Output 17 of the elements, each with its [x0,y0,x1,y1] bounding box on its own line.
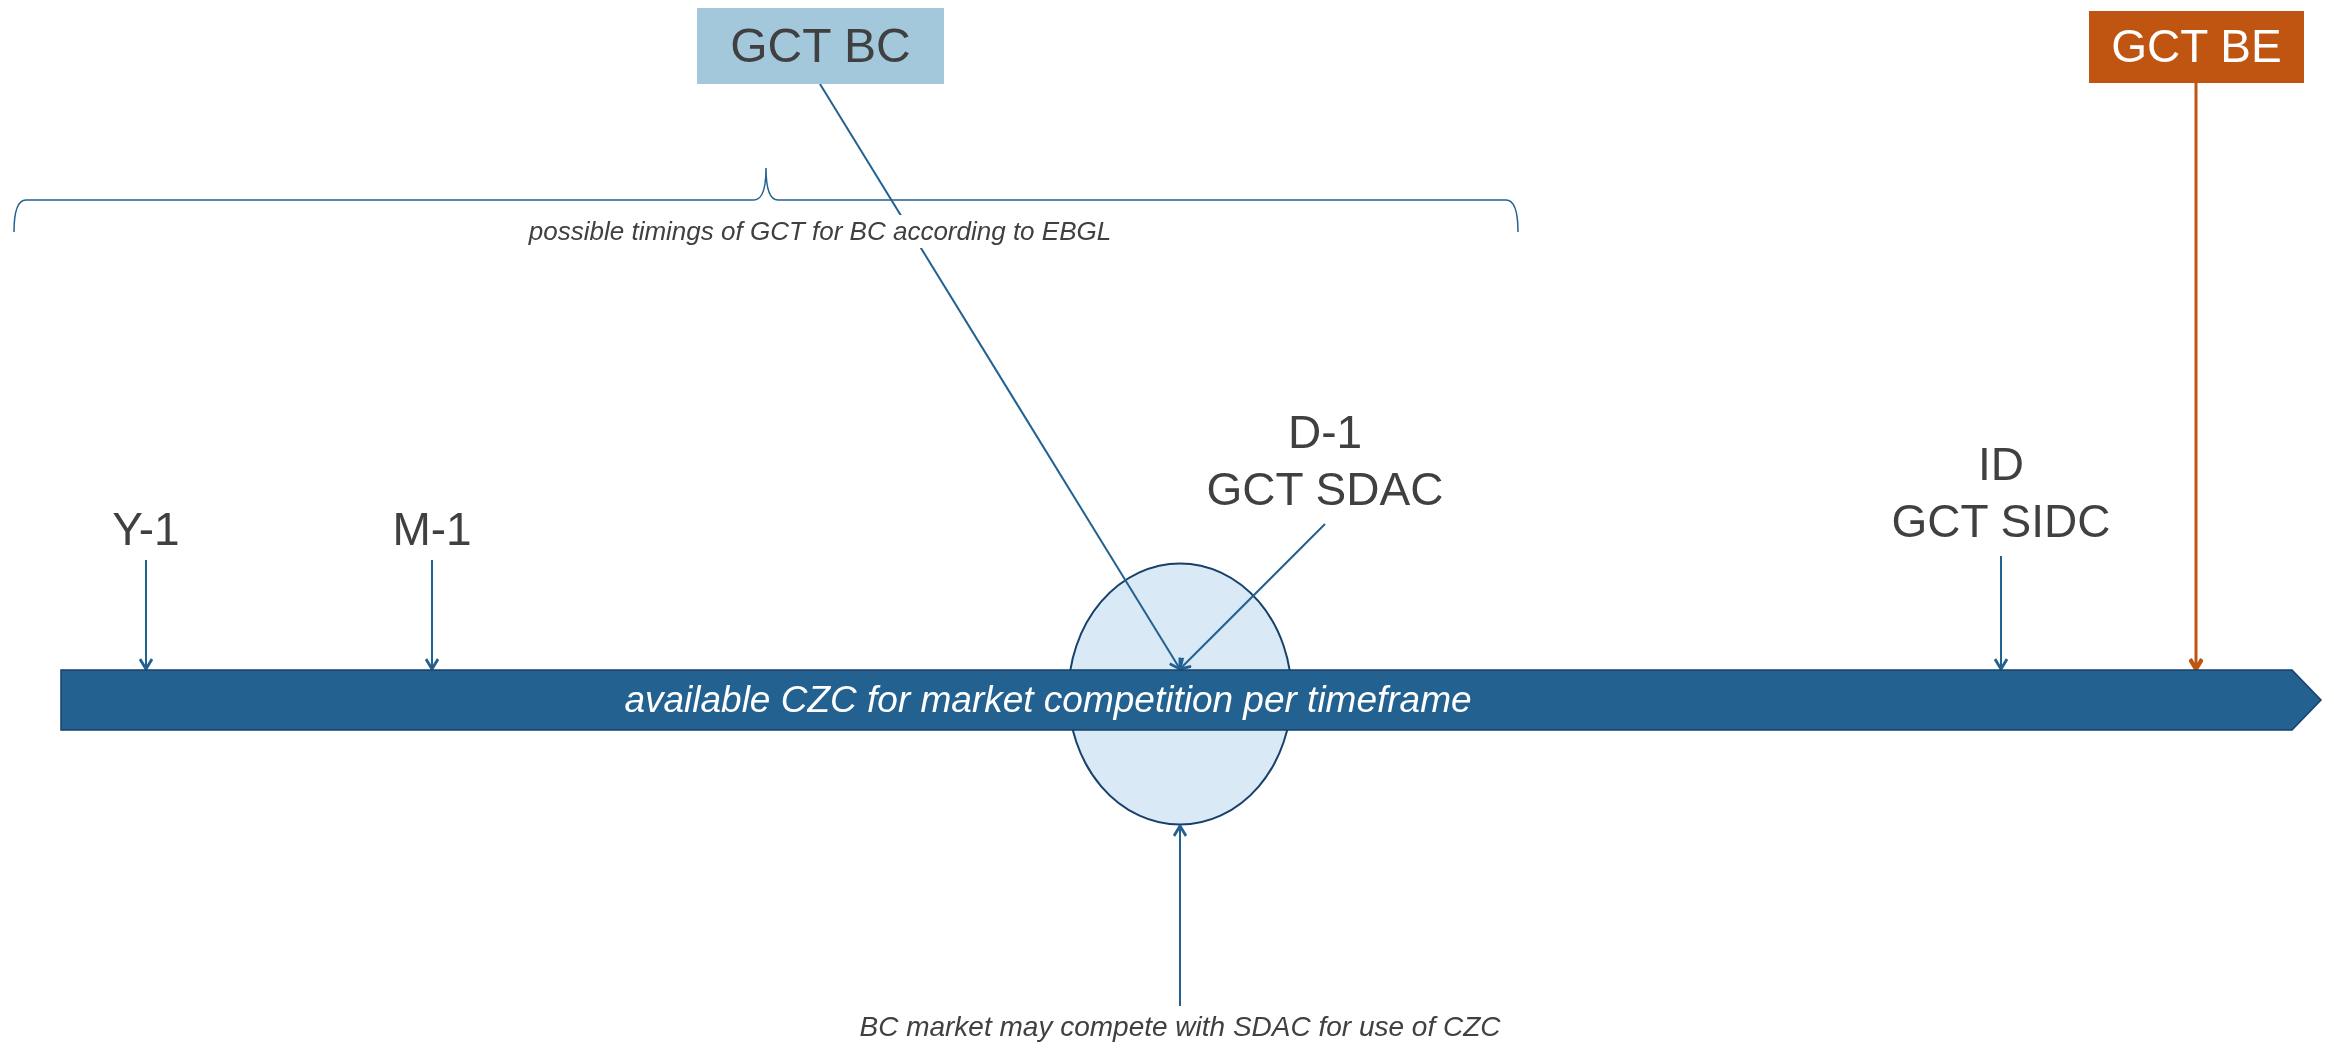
timing-tag: GCT BC [697,8,944,84]
arrow [424,559,440,671]
timeline-label: available CZC for market competition per timeframe [624,677,1472,722]
arrow [1993,555,2009,671]
timing-label: GCT SIDC [1891,494,2111,549]
timing-label: ID [1978,436,2024,492]
arrow [138,559,154,671]
timing-label: D-1 [1287,404,1363,460]
arrow [1172,824,1188,1007]
timing-label: M-1 [392,502,472,558]
timing-tag: GCT BE [2089,11,2304,83]
timing-label: GCT SDAC [1206,462,1444,517]
timing-label: Y-1 [112,502,180,558]
arrow [819,83,1182,671]
arrow [1178,523,1326,671]
arrow [2187,83,2205,672]
note-text: BC market may compete with SDAC for use of CZC [859,1009,1501,1044]
